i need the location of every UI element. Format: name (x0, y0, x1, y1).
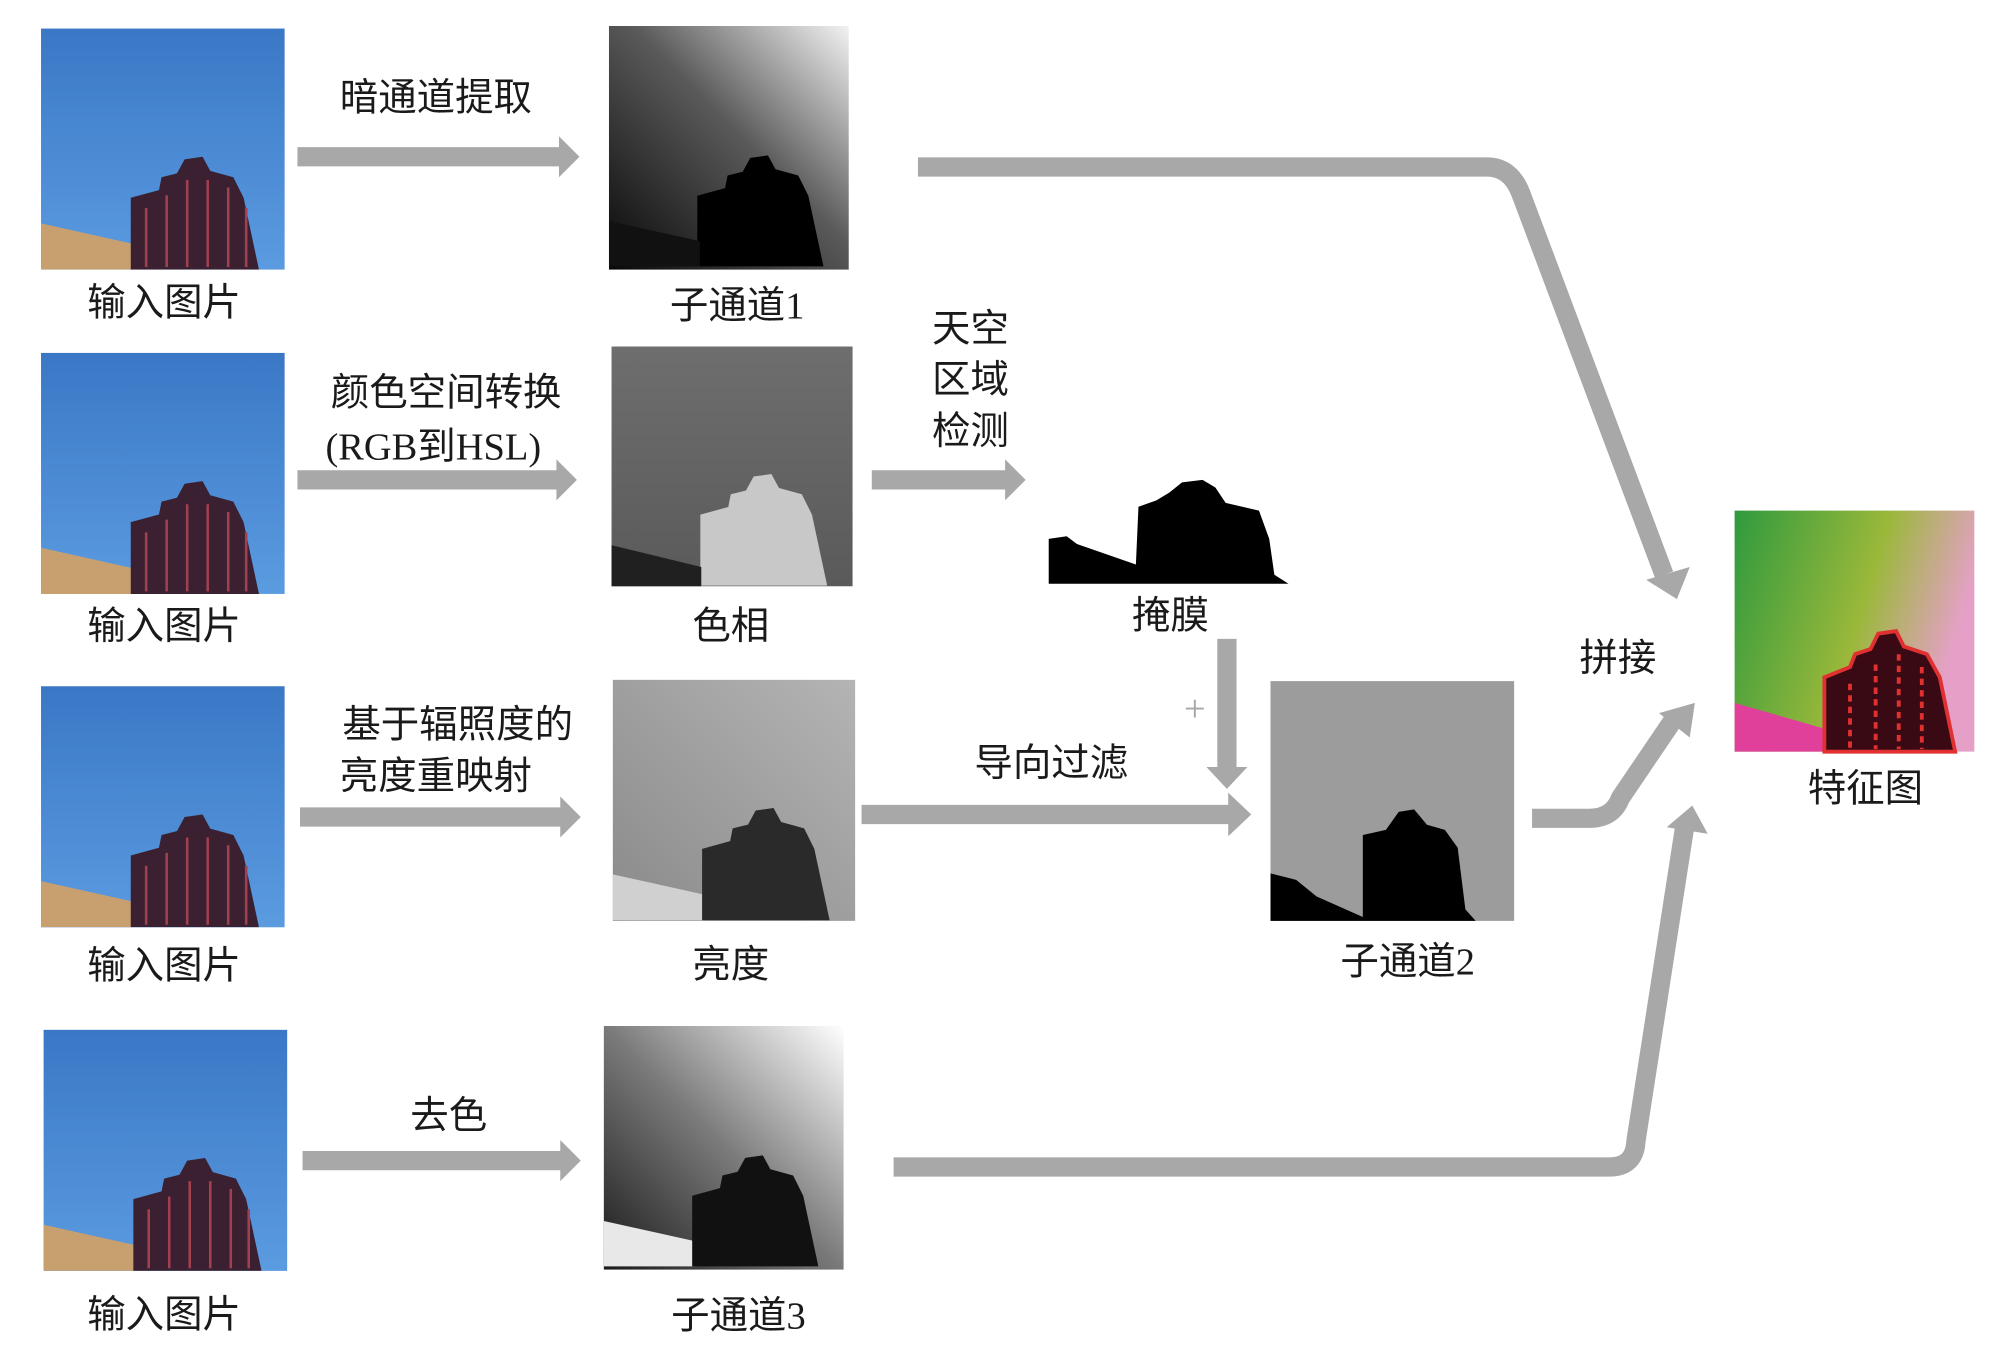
op-label: 暗通道提取 (340, 77, 532, 120)
input-label: 输入图片 (87, 1294, 241, 1336)
input-label: 输入图片 (87, 283, 241, 325)
output-label: 子通道3 (671, 1295, 806, 1338)
row-hue: 输入图片 颜色空间转换 (RGB到HSL) 色相 天空 区域 检测 掩膜 (41, 307, 1289, 648)
arrow-sub1-to-concat (917, 157, 1690, 600)
output-label: 亮度 (692, 943, 769, 986)
op-label-line1: 基于辐照度的 (342, 704, 573, 747)
output-label: 色相 (692, 605, 769, 648)
op-label-line1: 颜色空间转换 (331, 371, 562, 414)
input-image (41, 29, 285, 270)
guided-filter-label: 导向过滤 (974, 743, 1128, 785)
row-decolor: 输入图片 去色 子通道3 (44, 1026, 844, 1338)
input-image (41, 353, 285, 594)
hue-image (611, 346, 853, 587)
arrow-right (861, 792, 1252, 837)
output-label: 子通道1 (670, 284, 805, 327)
sub-channel-2-image (1270, 681, 1515, 921)
input-label: 输入图片 (87, 606, 241, 648)
sky-detection-line2: 区域 (932, 360, 1009, 402)
sky-detection-line3: 检测 (932, 410, 1009, 453)
row-dark-channel: 输入图片 暗通道提取 子通道1 (41, 26, 849, 327)
feature-map-label: 特征图 (1808, 769, 1923, 811)
row-brightness: 输入图片 基于辐照度的 亮度重映射 亮度 导向过滤 子通道2 (41, 679, 1515, 988)
arrow-right (871, 459, 1026, 501)
feature-map-image (1734, 510, 1975, 754)
mask-image (1048, 479, 1289, 584)
arrow-right (297, 136, 580, 178)
sky-detection-line1: 天空 (932, 307, 1009, 350)
op-label-line2: (RGB到HSL) (325, 426, 541, 468)
arrow-sub3-to-concat (893, 805, 1708, 1177)
input-image (44, 1030, 288, 1271)
input-image (41, 686, 285, 927)
arrow-sub2-to-concat (1532, 702, 1695, 828)
sub-channel-2-label: 子通道2 (1340, 941, 1475, 984)
arrow-right (300, 796, 581, 838)
op-label-line2: 亮度重映射 (340, 755, 532, 798)
mask-label: 掩膜 (1132, 596, 1209, 638)
arrow-right (302, 1140, 581, 1182)
arrow-right (297, 459, 577, 501)
sub-channel-1-image (608, 26, 849, 270)
sub-channel-3-image (603, 1026, 844, 1270)
input-label: 输入图片 (87, 946, 241, 988)
op-label: 去色 (410, 1095, 487, 1138)
arrow-down (1206, 638, 1248, 789)
plus-sign: + (1184, 688, 1206, 730)
concat-label: 拼接 (1579, 638, 1656, 680)
brightness-image (612, 679, 856, 921)
